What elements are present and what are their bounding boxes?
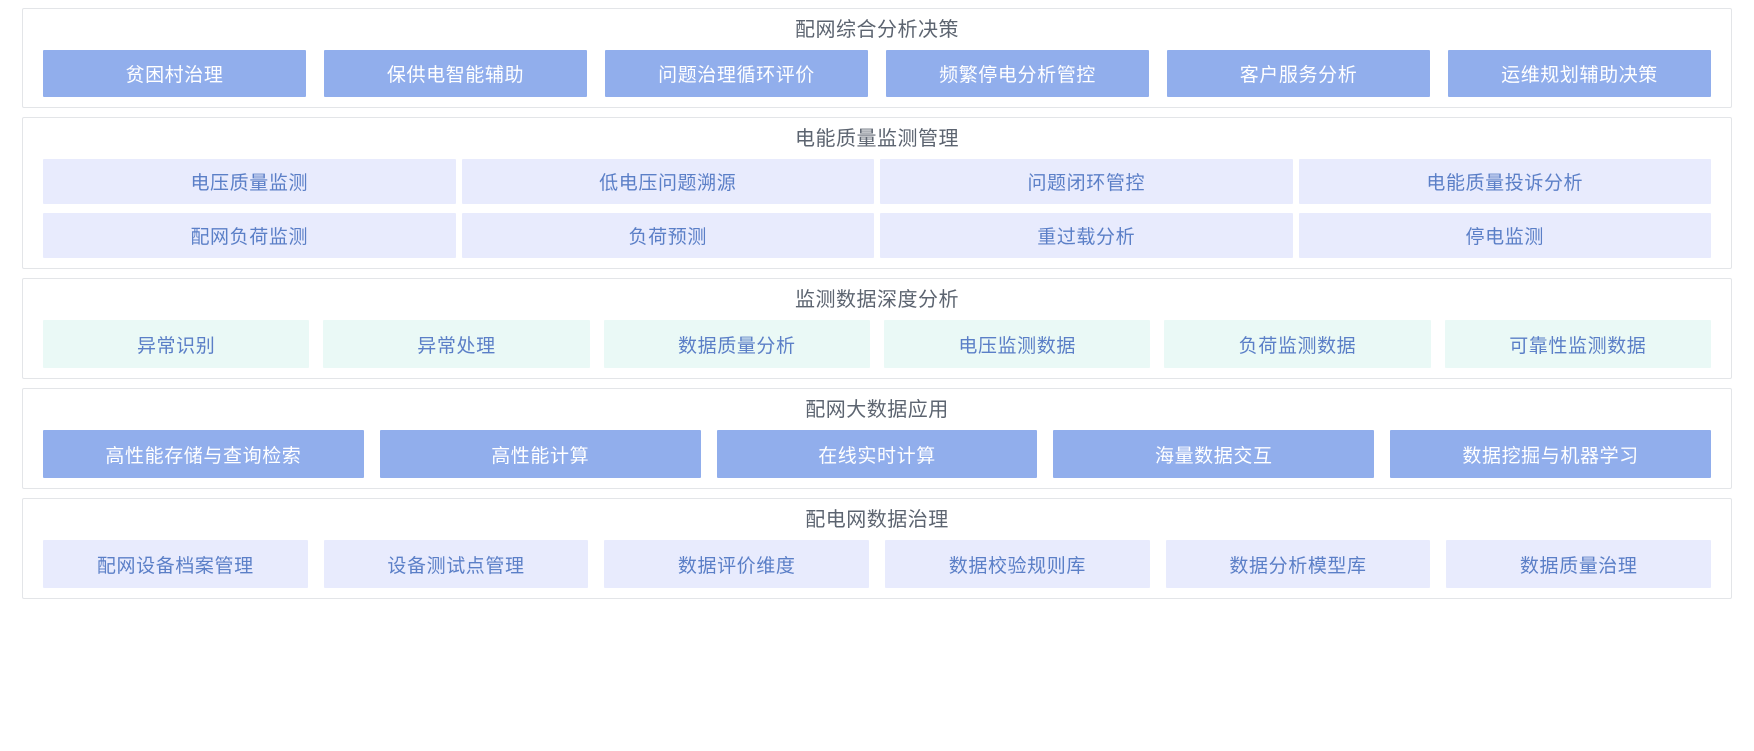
chip-button[interactable]: 数据评价维度 [604, 540, 870, 588]
chip-button[interactable]: 问题闭环管控 [880, 159, 1293, 204]
chip-button[interactable]: 保供电智能辅助 [324, 50, 587, 97]
chip-button[interactable]: 负荷预测 [461, 213, 874, 258]
chip-button[interactable]: 电能质量投诉分析 [1298, 159, 1711, 204]
chip-button[interactable]: 电压质量监测 [43, 159, 456, 204]
chip-button[interactable]: 客户服务分析 [1167, 50, 1430, 97]
panel-title: 配电网数据治理 [805, 509, 949, 531]
chip-button[interactable]: 频繁停电分析管控 [886, 50, 1149, 97]
panel-distribution-network-data-governance: 配电网数据治理配网设备档案管理设备测试点管理数据评价维度数据校验规则库数据分析模… [22, 498, 1732, 599]
chip-button[interactable]: 运维规划辅助决策 [1448, 50, 1711, 97]
chip-row: 高性能存储与查询检索高性能计算在线实时计算海量数据交互数据挖掘与机器学习 [43, 430, 1711, 478]
chip-button[interactable]: 低电压问题溯源 [461, 159, 874, 204]
chip-button[interactable]: 停电监测 [1298, 213, 1711, 258]
chip-button[interactable]: 高性能计算 [379, 430, 701, 478]
chip-button[interactable]: 电压监测数据 [883, 320, 1151, 368]
chip-button[interactable]: 问题治理循环评价 [605, 50, 868, 97]
panel-comprehensive-analysis-decision: 配网综合分析决策贫困村治理保供电智能辅助问题治理循环评价频繁停电分析管控客户服务… [22, 8, 1732, 108]
chip-button[interactable]: 数据质量分析 [603, 320, 870, 368]
panel-title: 配网综合分析决策 [795, 19, 959, 41]
chip-button[interactable]: 高性能存储与查询检索 [43, 430, 364, 478]
panel-title: 监测数据深度分析 [795, 289, 959, 311]
chip-button[interactable]: 数据质量治理 [1446, 540, 1712, 588]
chip-row: 电压质量监测低电压问题溯源问题闭环管控电能质量投诉分析 [43, 159, 1711, 204]
chip-button[interactable]: 在线实时计算 [716, 430, 1038, 478]
chip-button[interactable]: 负荷监测数据 [1164, 320, 1431, 368]
chip-row: 异常识别异常处理数据质量分析电压监测数据负荷监测数据可靠性监测数据 [43, 320, 1711, 368]
panel-title: 电能质量监测管理 [795, 128, 959, 150]
chip-button[interactable]: 异常处理 [323, 320, 590, 368]
chip-button[interactable]: 数据分析模型库 [1165, 540, 1431, 588]
chip-button[interactable]: 贫困村治理 [43, 50, 306, 97]
chip-button[interactable]: 设备测试点管理 [323, 540, 589, 588]
panel-distribution-network-big-data-application: 配网大数据应用高性能存储与查询检索高性能计算在线实时计算海量数据交互数据挖掘与机… [22, 388, 1732, 489]
chip-button[interactable]: 数据挖掘与机器学习 [1390, 430, 1711, 478]
chip-row: 配网设备档案管理设备测试点管理数据评价维度数据校验规则库数据分析模型库数据质量治… [43, 540, 1712, 588]
chip-row: 配网负荷监测负荷预测重过载分析停电监测 [43, 213, 1711, 258]
chip-button[interactable]: 可靠性监测数据 [1444, 320, 1711, 368]
chip-button[interactable]: 配网负荷监测 [43, 213, 456, 258]
chip-row: 贫困村治理保供电智能辅助问题治理循环评价频繁停电分析管控客户服务分析运维规划辅助… [43, 50, 1711, 97]
chip-button[interactable]: 数据校验规则库 [885, 540, 1150, 588]
chip-button[interactable]: 异常识别 [43, 320, 310, 368]
chip-button[interactable]: 重过载分析 [880, 213, 1293, 258]
panel-monitoring-data-deep-analysis: 监测数据深度分析异常识别异常处理数据质量分析电压监测数据负荷监测数据可靠性监测数… [22, 278, 1732, 379]
panel-power-quality-monitoring-management: 电能质量监测管理电压质量监测低电压问题溯源问题闭环管控电能质量投诉分析配网负荷监… [22, 117, 1732, 269]
chip-button[interactable]: 海量数据交互 [1053, 430, 1375, 478]
panel-title: 配网大数据应用 [805, 399, 949, 421]
chip-button[interactable]: 配网设备档案管理 [43, 540, 308, 588]
